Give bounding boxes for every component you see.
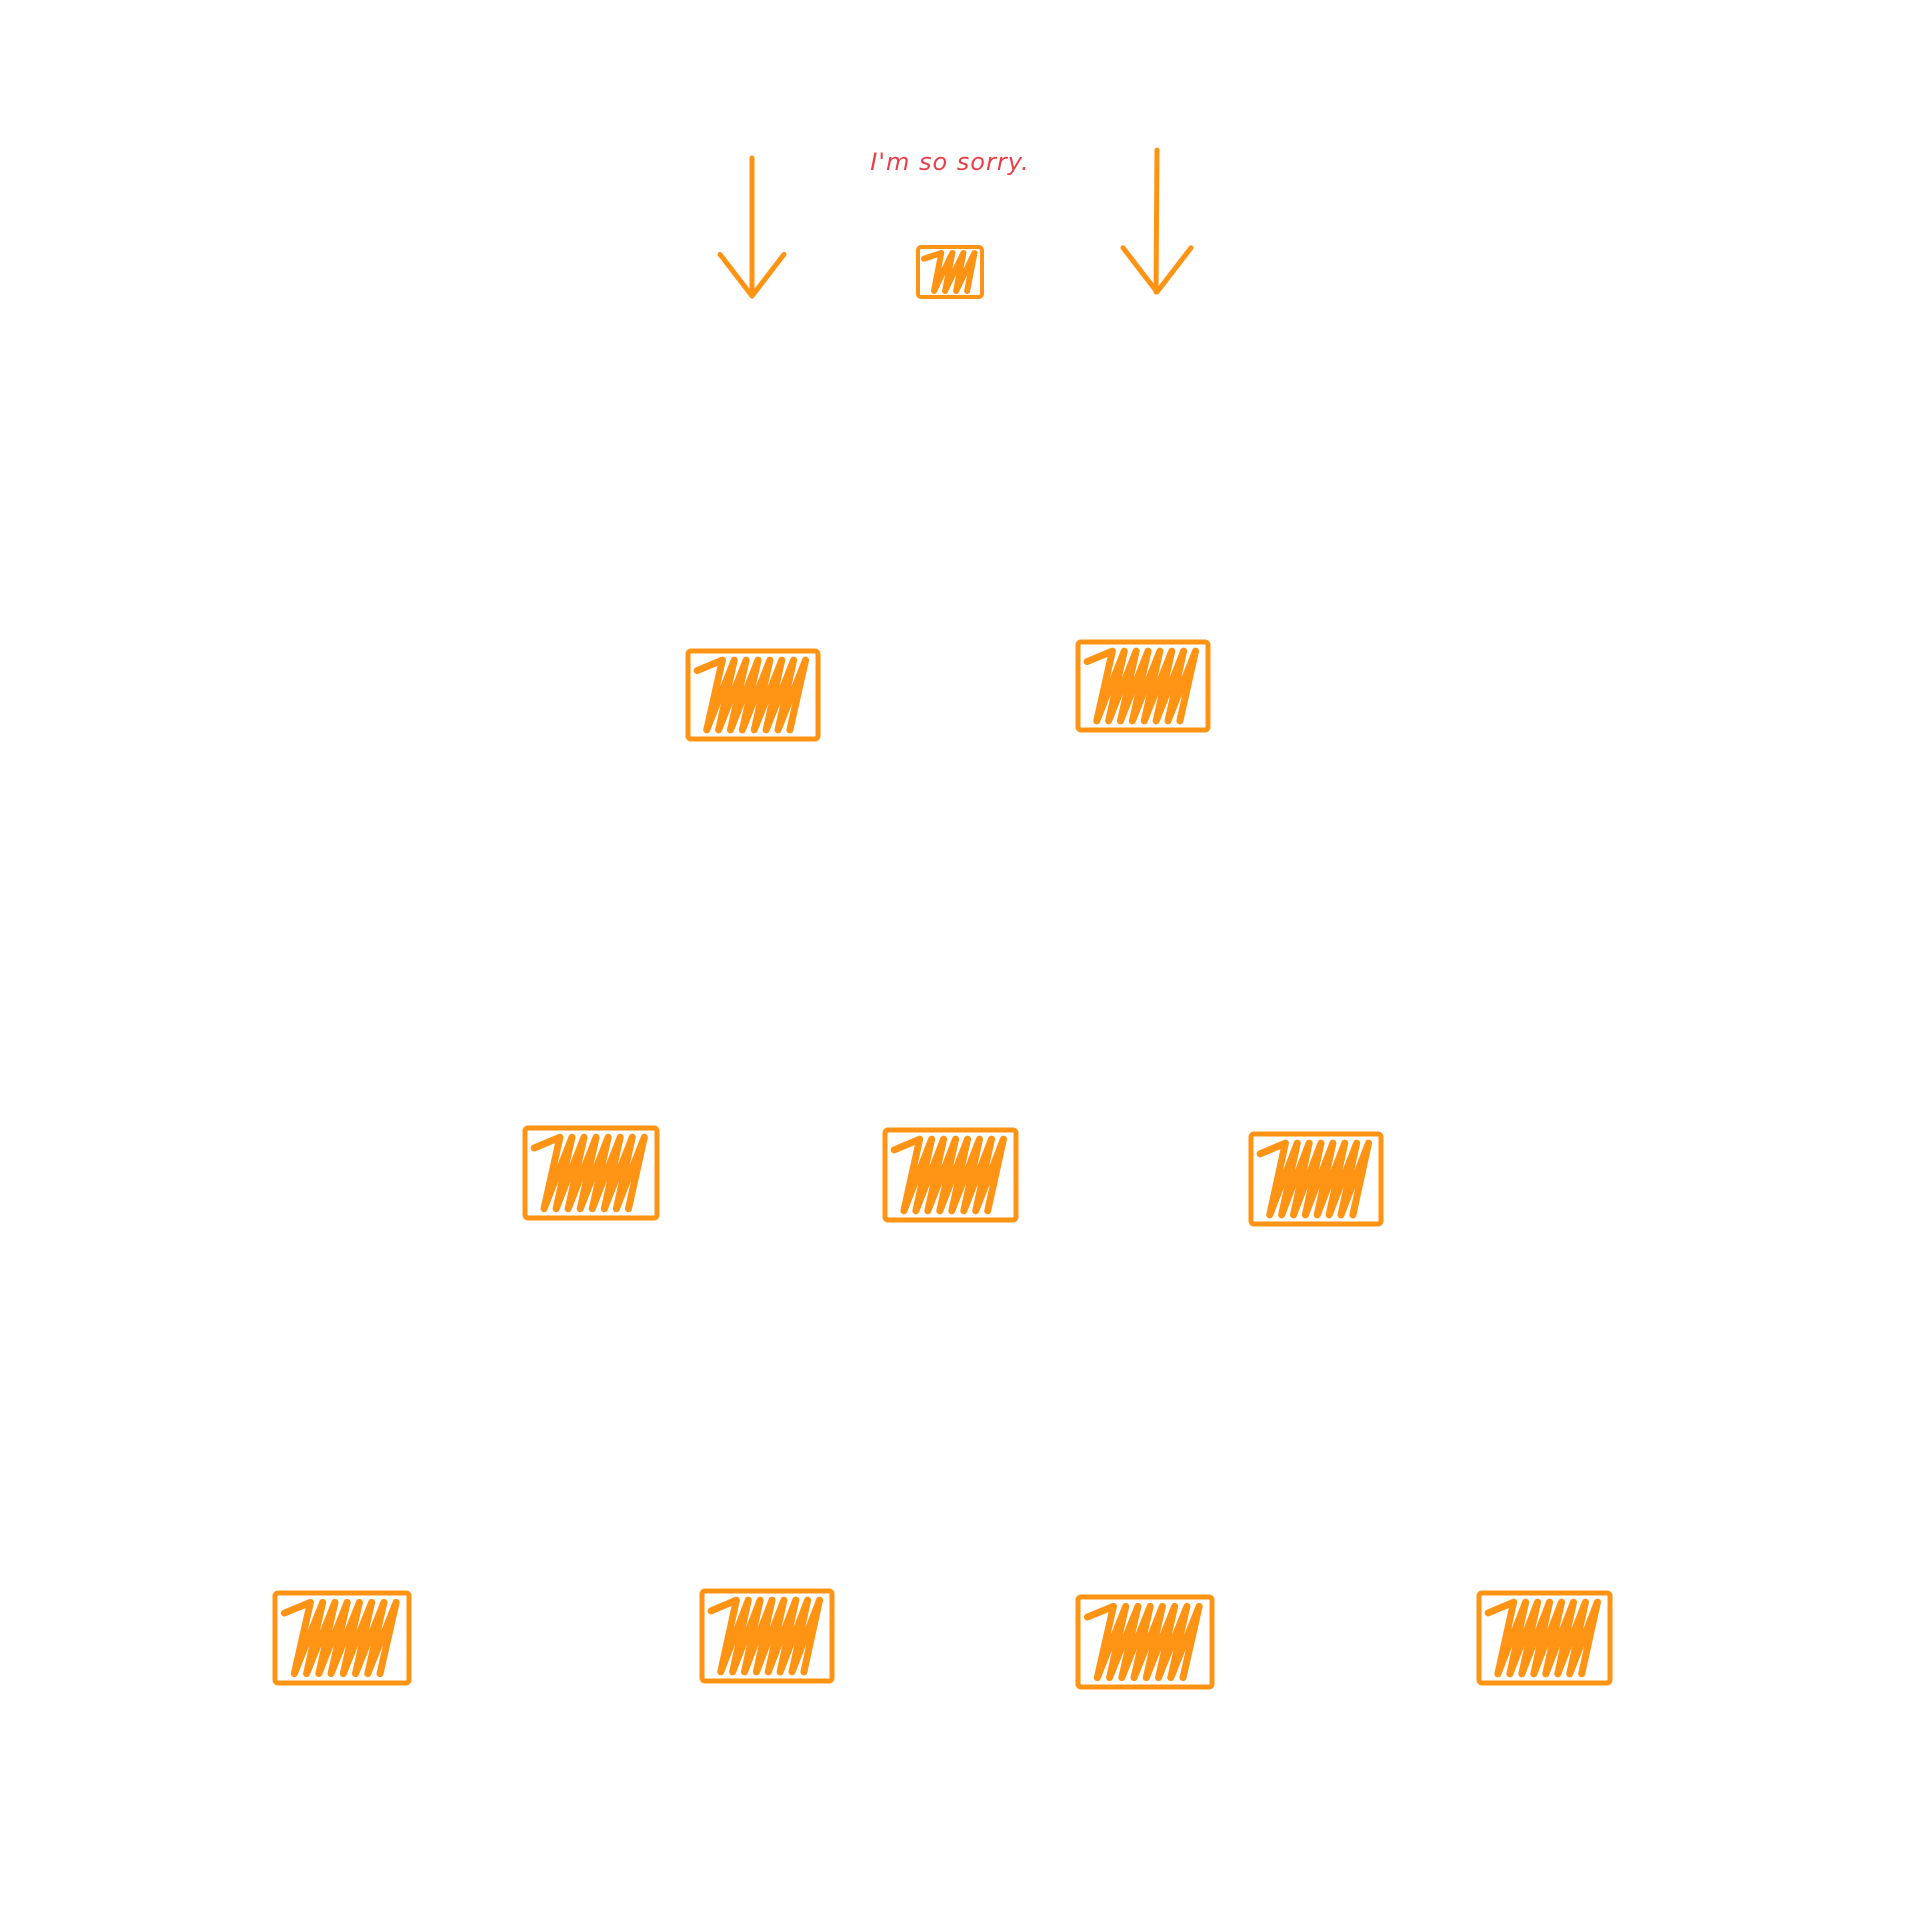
block-hatch — [530, 1133, 648, 1213]
block-hatch — [707, 1596, 824, 1676]
block-outline — [699, 1588, 835, 1684]
block-outline — [1075, 1594, 1215, 1690]
hatched-block — [1075, 639, 1211, 733]
block-outline — [1476, 1590, 1613, 1686]
block-outline — [916, 245, 984, 299]
down-arrow-icon — [1120, 147, 1194, 295]
hatched-block — [1075, 1594, 1215, 1690]
hatched-block — [685, 648, 821, 742]
block-hatch — [280, 1598, 400, 1678]
hatched-block — [272, 1590, 412, 1686]
hatched-block — [882, 1127, 1019, 1223]
hatched-block — [1476, 1590, 1613, 1686]
block-outline — [1075, 639, 1211, 733]
block-outline — [272, 1590, 412, 1686]
block-group — [272, 245, 1613, 1690]
hatched-block — [522, 1125, 660, 1221]
block-outline — [522, 1125, 660, 1221]
arrow-group — [717, 147, 1194, 299]
apology-note: I'm so sorry. — [870, 148, 1029, 176]
block-hatch — [1256, 1139, 1373, 1219]
block-outline — [882, 1127, 1019, 1223]
block-outline — [685, 648, 821, 742]
block-hatch — [890, 1135, 1007, 1215]
block-hatch — [1083, 647, 1200, 725]
block-hatch — [693, 656, 810, 734]
block-outline — [1248, 1131, 1384, 1227]
hatched-block — [1248, 1131, 1384, 1227]
hatched-block — [916, 245, 984, 299]
block-hatch — [1484, 1598, 1601, 1678]
block-hatch — [921, 250, 978, 294]
down-arrow-icon — [717, 155, 787, 299]
block-hatch — [1083, 1602, 1203, 1682]
hatched-block — [699, 1588, 835, 1684]
